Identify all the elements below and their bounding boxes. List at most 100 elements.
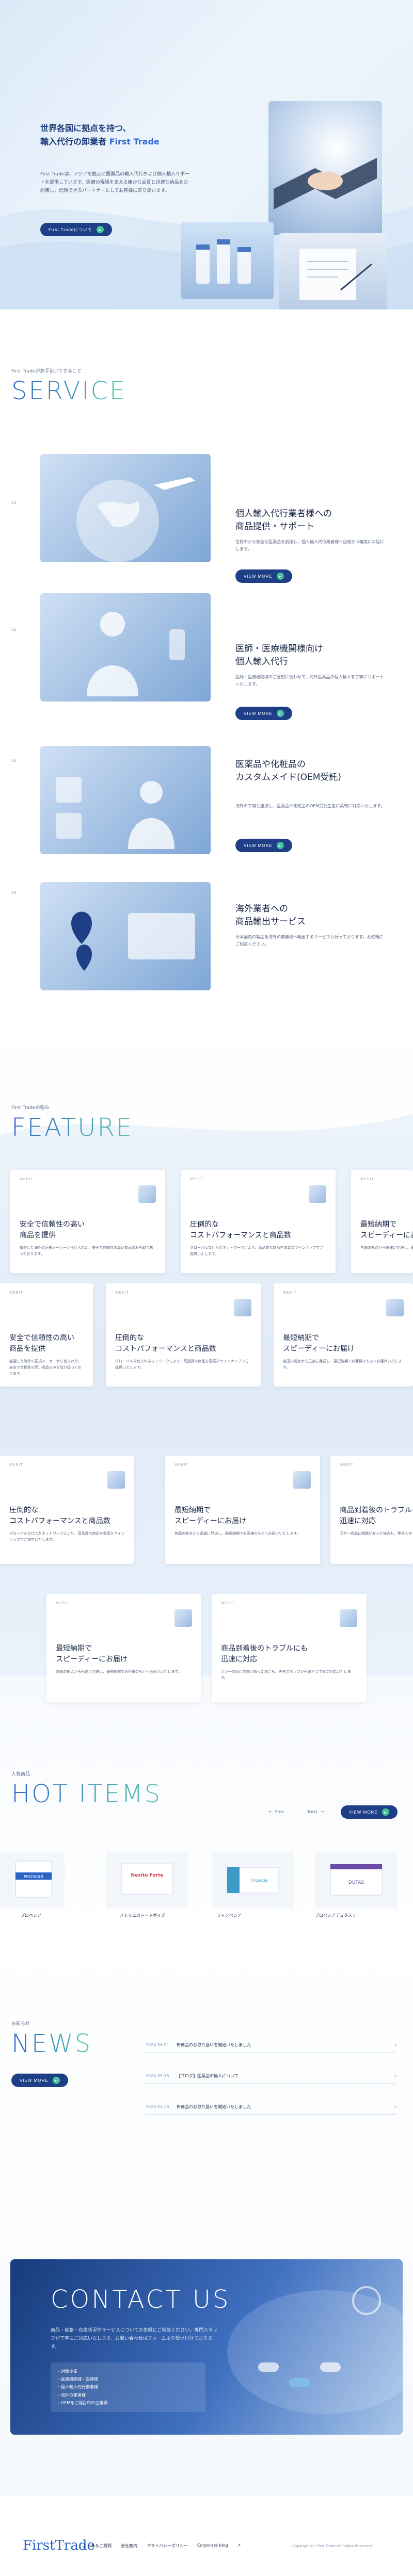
service-title-2: 医師・医療機関様向け 個人輸入代行 bbox=[235, 643, 390, 668]
title-line: コストパフォーマンスと商品数 bbox=[115, 1345, 216, 1353]
hero-title-line2: 輸入代行の卸業者 bbox=[40, 136, 109, 146]
product-pack-label: DUTAS bbox=[348, 1880, 364, 1885]
list-item: ・医療機関様・医師様 bbox=[57, 2377, 98, 2382]
service-view-more-button[interactable]: VIEW MORE▸ bbox=[235, 707, 292, 720]
globe-plane-illustration bbox=[76, 477, 195, 562]
news-view-more-button[interactable]: VIEW MORE▸ bbox=[11, 2074, 68, 2087]
copyright: Copyright (c) First Trade All Rights Res… bbox=[292, 2544, 373, 2548]
hero-cta-wrap: First Tradeについて▸ bbox=[40, 223, 112, 236]
prev-button[interactable]: ←Prev bbox=[268, 1809, 284, 1814]
title-line: 商品到着後のトラブルにも bbox=[221, 1644, 308, 1653]
title-line: 最短納期で bbox=[174, 1506, 211, 1514]
document-illustration bbox=[299, 249, 372, 300]
about-button[interactable]: First Tradeについて▸ bbox=[40, 223, 112, 236]
feature-card-title: 商品到着後のトラブルにも迅速に対応 bbox=[221, 1643, 357, 1665]
news-text: 新商品のお取り扱いを開始いたしました bbox=[177, 2105, 251, 2109]
feature-card: MERIT 商品到着後のトラブルにも迅速に対応 万が一商品に問題があった場合も、… bbox=[212, 1594, 367, 1702]
news-item[interactable]: 2024.04.20 新商品のお取り扱いを開始いたしました › bbox=[146, 2099, 396, 2115]
chevron-right-icon: › bbox=[394, 2105, 396, 2109]
prev-label: Prev bbox=[275, 1809, 284, 1814]
list-item: ・個人輸入代行業者様 bbox=[57, 2385, 98, 2390]
product-box-illustration: Nexito Forte bbox=[121, 1863, 173, 1895]
service-number: 03 bbox=[11, 758, 17, 763]
list-item: ・対象企業 bbox=[57, 2369, 77, 2374]
chevron-right-icon: › bbox=[394, 2043, 396, 2047]
service-number: 01 bbox=[11, 500, 17, 505]
shield-icon bbox=[138, 1185, 156, 1203]
footer-link-blog[interactable]: Corporate blog bbox=[197, 2543, 228, 2548]
news-date: 2024.04.20 bbox=[146, 2105, 169, 2109]
service-title: SERVICE bbox=[11, 377, 127, 405]
product-name: メモリエのトートポイズ bbox=[120, 1913, 165, 1918]
product-box-illustration: DUTAS bbox=[330, 1864, 383, 1896]
service-title-line: 商品輸出サービス bbox=[235, 916, 306, 927]
hot-items-view-more-button[interactable]: VIEW MORE ▸ bbox=[341, 1805, 398, 1819]
product-card[interactable]: DUTAS bbox=[315, 1852, 398, 1909]
footer-logo[interactable]: FirstTrade bbox=[23, 2538, 95, 2553]
arrow-right-icon: ▸ bbox=[276, 842, 284, 849]
vials-illustration bbox=[196, 239, 251, 284]
feature-card-title: 最短納期でスピーディーにお届け bbox=[174, 1505, 311, 1527]
hero-section: 世界各国に拠点を持つ、 輸入代行の卸業者 First Trade First T… bbox=[0, 0, 413, 309]
product-card[interactable]: PROSCAR bbox=[0, 1852, 65, 1909]
feature-card: MERIT 圧倒的なコストパフォーマンスと商品数 グローバルな仕入れネットワーク… bbox=[0, 1456, 134, 1564]
feature-card-title: 安全で信頼性の高い商品を提供 bbox=[20, 1219, 156, 1241]
footer-link-faq[interactable]: よくあるご質問 bbox=[83, 2544, 112, 2548]
feature-card-label: MERIT bbox=[340, 1463, 354, 1467]
feature-card-title: 圧倒的なコストパフォーマンスと商品数 bbox=[9, 1505, 125, 1527]
arrow-right-icon: ▸ bbox=[382, 1808, 389, 1816]
news-item[interactable]: 2024.05.15 【ブログ】医薬品の輸入について › bbox=[146, 2068, 396, 2084]
feature-card-desc: 各国の拠点から迅速に発送し、最短納期でお客様のもとへお届けいたします。 bbox=[174, 1531, 300, 1536]
feature-card-desc: 厳選した海外の正規メーカーから仕入れた、安全で信頼性の高い商品のみを取り扱ってお… bbox=[20, 1246, 153, 1256]
next-label: Next bbox=[308, 1809, 317, 1814]
hero-title-line1: 世界各国に拠点を持つ、 bbox=[40, 123, 131, 133]
title-line: スピーディーにお届け bbox=[174, 1517, 247, 1525]
feature-card-desc: グローバルな仕入れネットワークにより、高品質な商品を豊富なラインナップでご提供い… bbox=[115, 1359, 249, 1369]
list-item: ・OEMをご検討中の企業様 bbox=[57, 2400, 108, 2405]
arrow-right-icon: ▸ bbox=[97, 226, 104, 233]
pill-pack-icon bbox=[107, 1471, 125, 1489]
title-line: 迅速に対応 bbox=[340, 1517, 376, 1525]
feature-card: MERIT 圧倒的なコストパフォーマンスと商品数 グローバルな仕入れネットワーク… bbox=[181, 1170, 336, 1273]
service-image-doctor bbox=[40, 593, 211, 702]
service-view-more-button[interactable]: VIEW MORE▸ bbox=[235, 569, 292, 583]
news-item[interactable]: 2024.06.01 新商品のお取り扱いを開始いたしました › bbox=[146, 2037, 396, 2053]
feature-card: MERIT 圧倒的なコストパフォーマンスと商品数 グローバルな仕入れネットワーク… bbox=[106, 1283, 261, 1387]
view-more-label: VIEW MORE bbox=[244, 574, 273, 579]
feature-card-label: MERIT bbox=[174, 1463, 188, 1467]
feature-card-desc: 各国の拠点から迅速に発送し、最短納期でお客様のもとへお届けいたします。 bbox=[283, 1359, 402, 1369]
feature-subtitle: First Tradeの強み bbox=[11, 1105, 50, 1111]
contact-section[interactable]: CONTACT US 商品・価格・在庫状況やサービスについてお気軽にご相談くださ… bbox=[10, 2259, 403, 2435]
product-card[interactable]: Nexito Forte bbox=[106, 1852, 188, 1909]
news-text: 新商品のお取り扱いを開始いたしました bbox=[177, 2043, 251, 2047]
product-pack-label: Nexito Forte bbox=[131, 1873, 164, 1878]
feature-card: MERIT 安全で信頼性の高い商品を提供 厳選した海外の正規メーカーから仕入れた… bbox=[10, 1170, 165, 1273]
service-desc-1: 世界中から安全な医薬品を調達し、個人輸入代行業者様へ迅速かつ確実にお届けします。 bbox=[235, 540, 384, 552]
feature-card-title: 最短納期でスピーディーにお届け bbox=[56, 1643, 192, 1665]
footer-link-company[interactable]: 会社案内 bbox=[121, 2544, 137, 2548]
oem-illustration bbox=[56, 777, 174, 849]
service-number: 04 bbox=[11, 890, 17, 895]
product-card[interactable]: Finpecia bbox=[212, 1852, 294, 1909]
service-title-line: 医師・医療機関様向け bbox=[235, 644, 323, 654]
contact-title: CONTACT US bbox=[51, 2285, 231, 2314]
title-line: 圧倒的な bbox=[115, 1334, 144, 1342]
feature-card-title: 圧倒的なコストパフォーマンスと商品数 bbox=[190, 1219, 326, 1241]
arrow-right-icon: → bbox=[320, 1809, 324, 1814]
contact-target-list: ・対象企業 ・医療機関様・医師様 ・個人輸入代行業者様 ・海外の業者様 ・OEM… bbox=[51, 2362, 205, 2412]
service-number: 02 bbox=[11, 627, 17, 632]
title-line: コストパフォーマンスと商品数 bbox=[190, 1231, 291, 1240]
service-btn-wrap-1: VIEW MORE▸ bbox=[235, 569, 292, 583]
footer-link-privacy[interactable]: プライバシーポリシー bbox=[147, 2544, 188, 2548]
service-view-more-button[interactable]: VIEW MORE▸ bbox=[235, 839, 292, 852]
service-title-line: カスタムメイド(OEM受託) bbox=[235, 772, 342, 782]
product-pack-label: Finpecia bbox=[251, 1878, 268, 1883]
view-more-label: VIEW MORE bbox=[349, 1809, 378, 1815]
handshake-photo bbox=[268, 101, 382, 235]
next-button[interactable]: Next→ bbox=[308, 1809, 324, 1814]
service-desc-3: 海外の工場と連携し、医薬品や化粧品のOEM受託生産に柔軟に対応いたします。 bbox=[235, 804, 385, 808]
title-line: 最短納期で bbox=[56, 1644, 92, 1653]
